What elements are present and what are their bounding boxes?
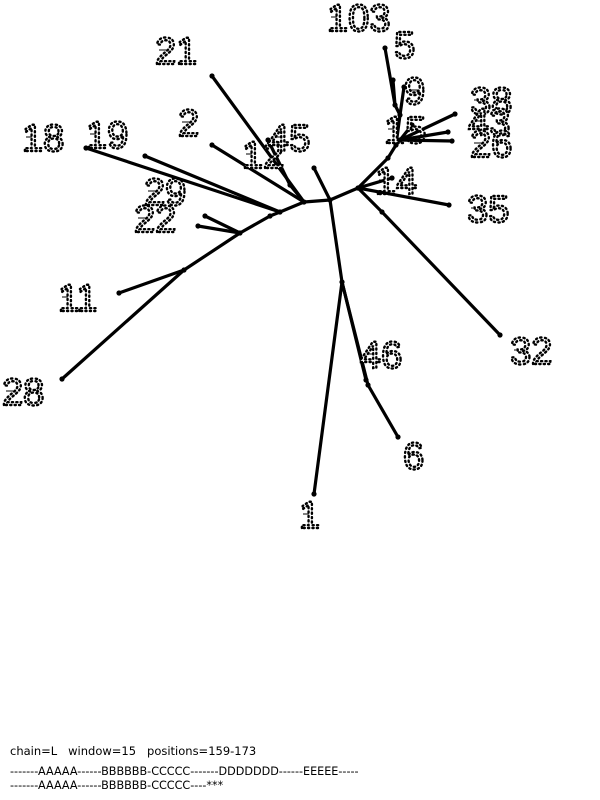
- alignment-line-1: -------AAAAA------BBBBBB-CCCCC-------DDD…: [10, 765, 359, 778]
- internal-node: [287, 182, 293, 188]
- internal-node: [267, 213, 273, 219]
- internal-node: [181, 267, 187, 273]
- leaf-node: [311, 165, 317, 171]
- leaf-label: 2: [178, 103, 199, 145]
- tree-branch-leaf: [398, 123, 414, 142]
- internal-node: [397, 112, 403, 118]
- internal-node: [379, 209, 385, 215]
- leaf-node: [389, 175, 395, 181]
- tree-branch-leaf: [84, 146, 282, 214]
- internal-node: [393, 142, 399, 148]
- tree-branch: [394, 113, 402, 147]
- tree-branch-leaf: [380, 210, 502, 337]
- tree-branch: [238, 214, 272, 235]
- tree-branch-leaf: [312, 166, 332, 202]
- tree-branch-leaf: [340, 280, 368, 382]
- leaf-node: [209, 73, 215, 79]
- leaf-label: 22: [134, 199, 176, 241]
- leaf-label: 43: [468, 102, 510, 144]
- tree-branch: [328, 186, 360, 202]
- leaf-label: 32: [510, 331, 552, 373]
- tree-branch-leaf: [398, 112, 457, 142]
- tree-branch-leaf: [143, 154, 282, 214]
- leaf-label: 19: [86, 115, 128, 157]
- leaf-node: [311, 491, 317, 497]
- leaf-label: 46: [360, 335, 402, 377]
- internal-node: [392, 102, 398, 108]
- leaf-label: 21: [155, 31, 197, 73]
- internal-node: [365, 382, 371, 388]
- leaf-node: [59, 376, 65, 382]
- leaf-node: [363, 377, 369, 383]
- tree-branch-leaf: [117, 268, 186, 295]
- footer-panel: chain=L window=15 positions=159-173 ----…: [10, 744, 590, 793]
- leaf-node: [195, 223, 201, 229]
- leaf-node: [445, 129, 451, 135]
- internal-node: [301, 199, 307, 205]
- leaf-node: [265, 137, 271, 143]
- tree-branch-leaf: [266, 138, 292, 187]
- alignment-line-2: -------AAAAA------BBBBBB-CCCCC----***: [10, 779, 224, 792]
- internal-node: [397, 137, 403, 143]
- leaf-label: 38: [470, 81, 512, 123]
- leaf-node: [390, 77, 396, 83]
- internal-node: [355, 185, 361, 191]
- tree-branch-leaf: [60, 268, 186, 381]
- leaf-node: [202, 213, 208, 219]
- leaf-node: [497, 332, 503, 338]
- tree-branch: [278, 200, 306, 214]
- leaf-node: [382, 45, 388, 51]
- internal-node: [277, 209, 283, 215]
- leaf-node: [209, 142, 215, 148]
- leaf-label: 1: [299, 495, 320, 537]
- leaf-label: 6: [403, 436, 424, 478]
- internal-node: [327, 197, 333, 203]
- internal-node: [237, 230, 243, 236]
- leaf-label: 45: [268, 118, 310, 160]
- leaf-node: [395, 434, 401, 440]
- leaf-label: 26: [470, 124, 512, 166]
- leaf-label: 28: [2, 372, 44, 414]
- leaf-label: 35: [467, 189, 509, 231]
- leaf-node: [116, 290, 122, 296]
- tree-branch-leaf: [196, 224, 242, 235]
- leaf-node: [409, 122, 415, 128]
- leaf-node: [142, 153, 148, 159]
- internal-node: [385, 155, 391, 161]
- tree-branch-leaf: [356, 186, 451, 207]
- leaf-label: 103: [327, 0, 390, 40]
- tree-branch: [356, 186, 384, 214]
- leaf-node: [452, 111, 458, 117]
- leaf-label: 18: [22, 118, 64, 160]
- internal-node: [339, 279, 345, 285]
- tree-branch: [182, 231, 242, 272]
- tree-branch-leaf: [366, 383, 400, 439]
- leaf-node: [83, 145, 89, 151]
- tree-branch-leaf: [398, 85, 406, 117]
- parameters-line: chain=L window=15 positions=159-173: [10, 744, 257, 758]
- leaf-label: 5: [394, 25, 415, 67]
- leaf-label: 15: [384, 110, 426, 152]
- tree-branch-leaf: [391, 78, 397, 107]
- tree-branch: [356, 156, 390, 190]
- leaf-node: [449, 138, 455, 144]
- tree-branch-leaf: [398, 138, 454, 143]
- tree-branch-leaf: [312, 280, 344, 496]
- leaf-label: 11: [58, 278, 97, 320]
- leaf-node: [401, 84, 407, 90]
- tree-branch: [328, 198, 344, 284]
- leaf-label: 9: [404, 71, 425, 113]
- leaf-node: [446, 202, 452, 208]
- tree-branch-leaf: [203, 214, 242, 235]
- tree-branch: [302, 198, 332, 204]
- leaf-label: 12: [242, 135, 284, 177]
- tree-branch-leaf: [210, 143, 306, 204]
